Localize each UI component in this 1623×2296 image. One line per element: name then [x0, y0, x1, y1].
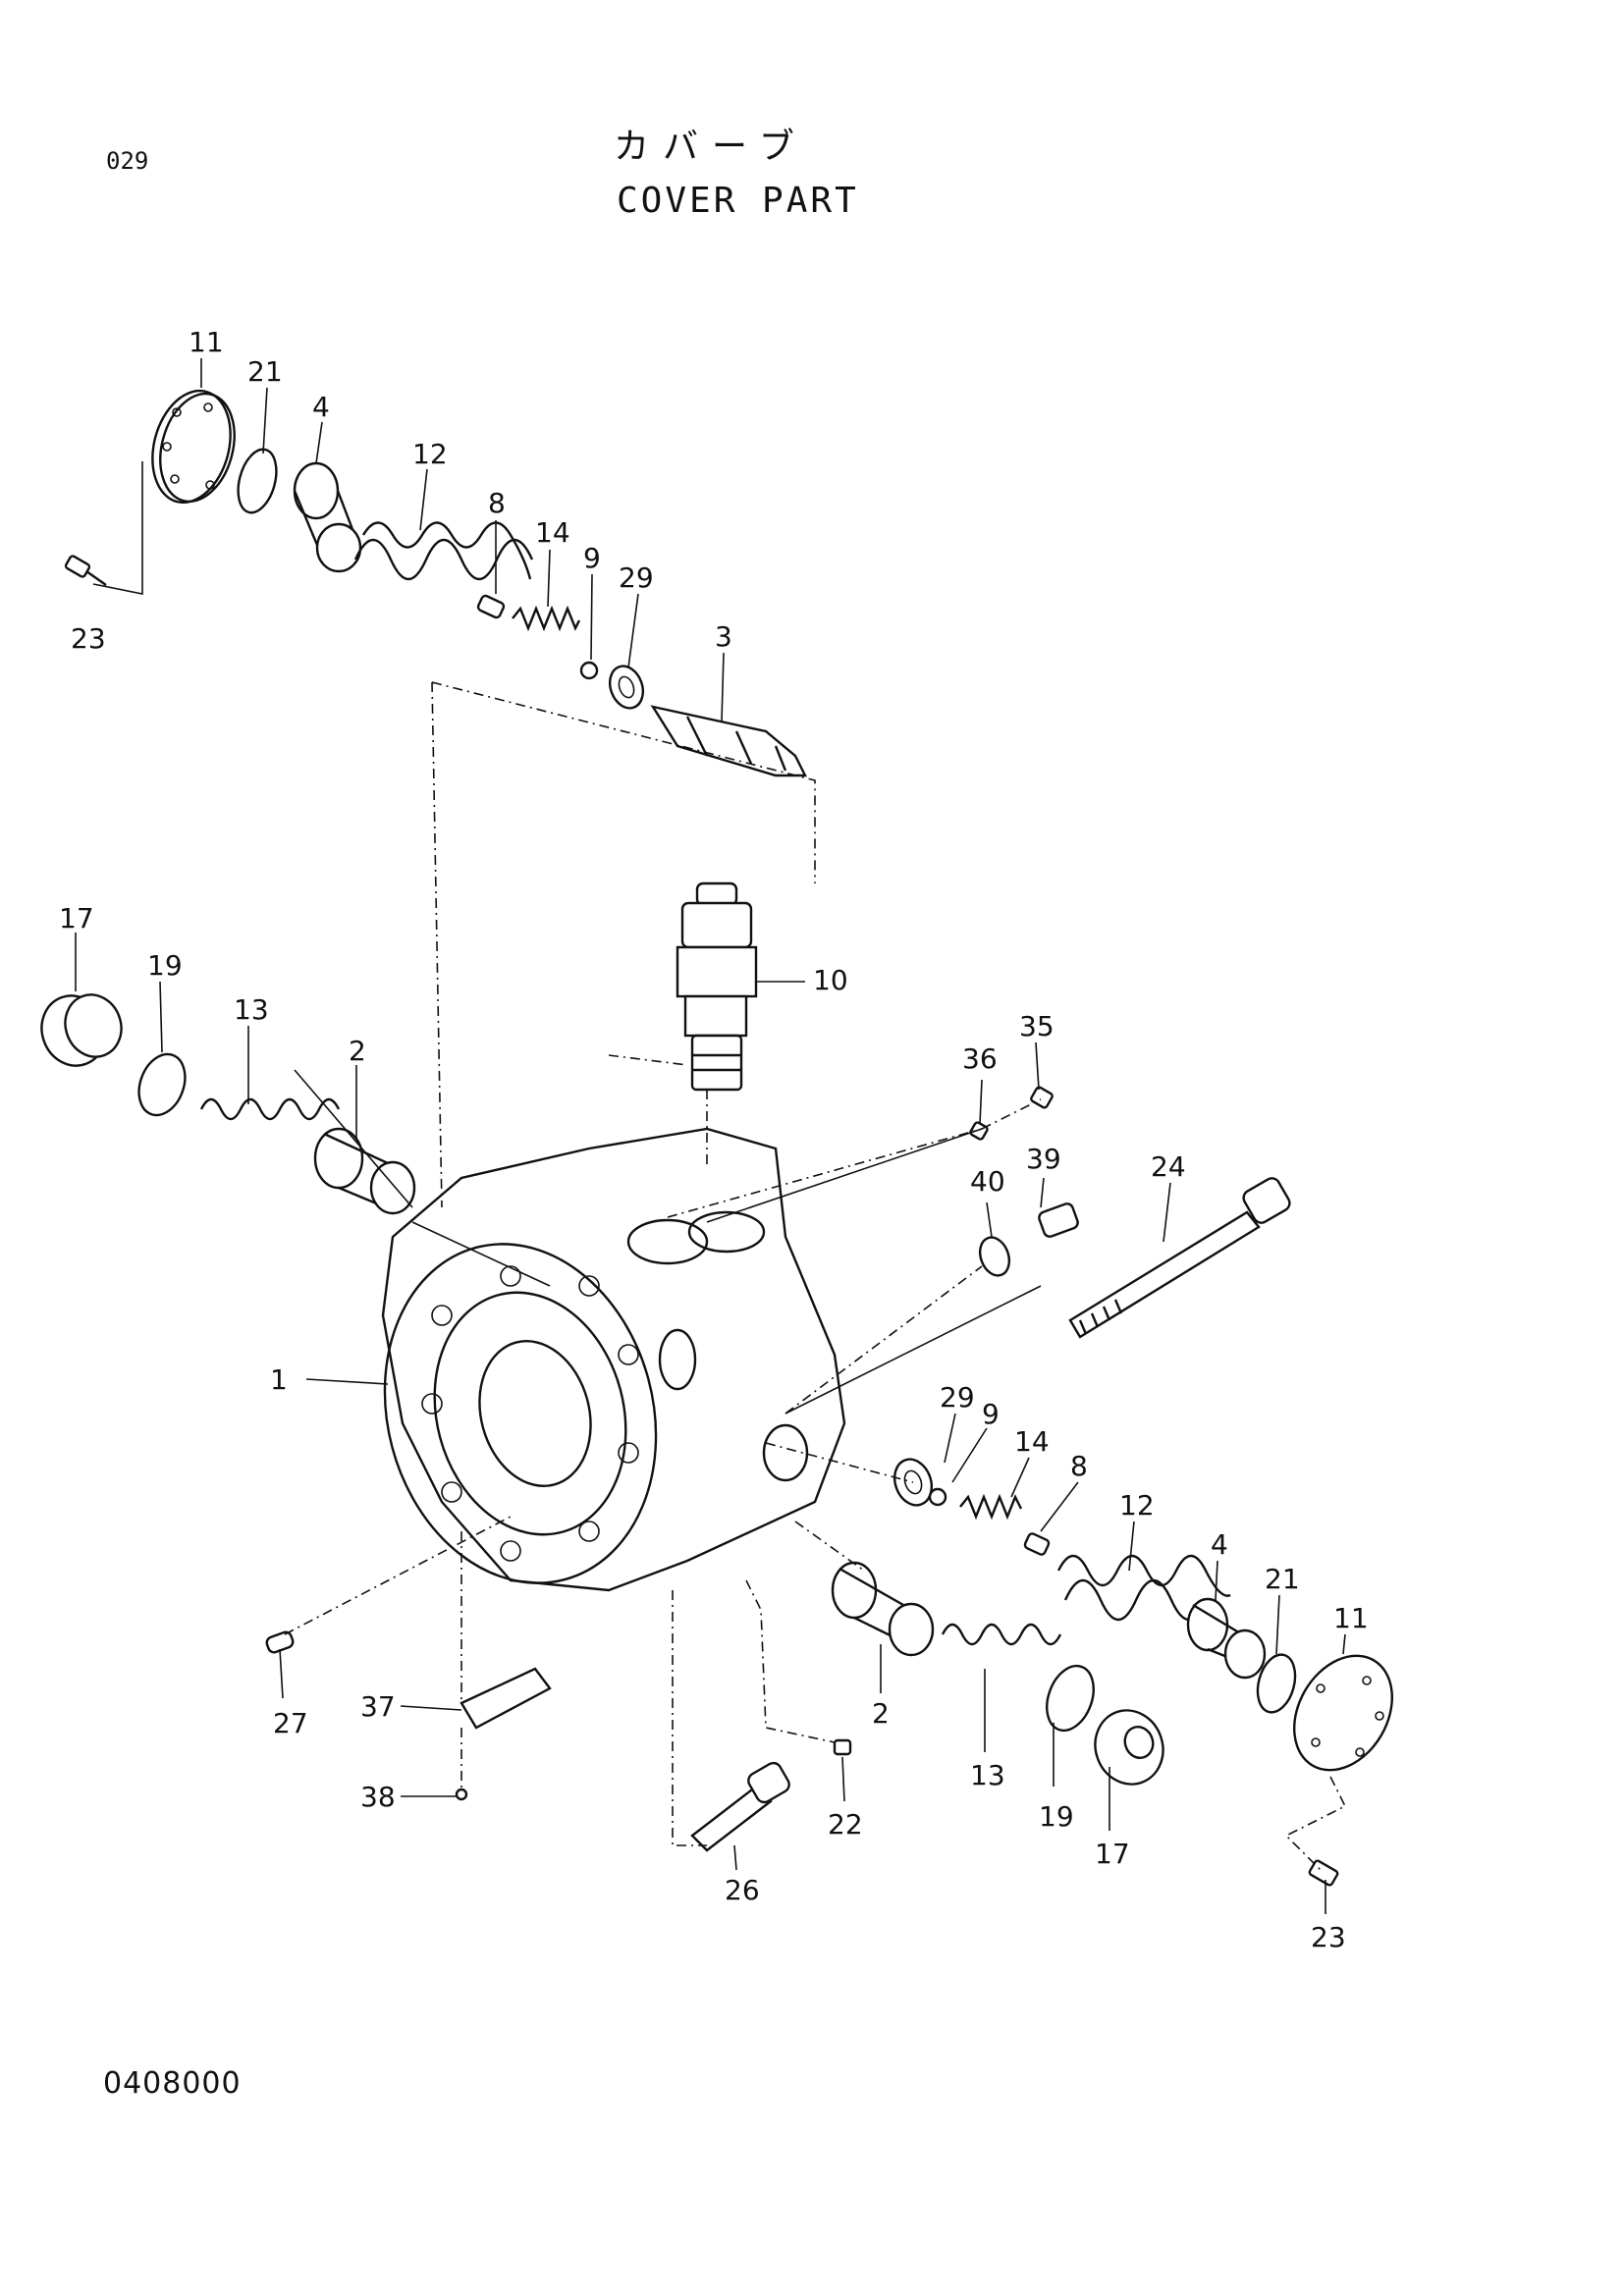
- callout-4-top: 4: [312, 391, 330, 423]
- leader-lines: [75, 358, 1346, 1914]
- rivet-38: [455, 1788, 468, 1801]
- screw-23-top: [64, 555, 107, 586]
- callout-11-right: 11: [1333, 1602, 1369, 1634]
- callout-11-top: 11: [189, 326, 224, 358]
- callout-23-right: 23: [1311, 1921, 1346, 1953]
- spring-13-right: [941, 1623, 1062, 1646]
- pin-36: [969, 1121, 989, 1141]
- callout-10: 10: [813, 964, 848, 996]
- callout-38: 38: [360, 1781, 396, 1813]
- callout-35: 35: [1019, 1010, 1055, 1042]
- cover-11-right: [1293, 1654, 1393, 1772]
- pin-27: [265, 1630, 295, 1654]
- spring-seat-4-top: [293, 461, 362, 573]
- callout-9-right: 9: [982, 1398, 1000, 1430]
- screw-23-right: [1308, 1859, 1339, 1887]
- o-ring-21-top: [237, 448, 278, 514]
- plug-35: [1030, 1086, 1054, 1109]
- nameplate-37: [460, 1667, 552, 1730]
- callout-19-right: 19: [1039, 1800, 1074, 1833]
- document-number: 0408000: [103, 2066, 242, 2101]
- callout-27: 27: [273, 1707, 308, 1739]
- spring-12-right: [1056, 1554, 1231, 1621]
- relief-valve-10: [676, 881, 758, 1092]
- callout-39: 39: [1026, 1143, 1061, 1175]
- plug-17-right: [1094, 1709, 1164, 1786]
- title-japanese: カバーブ: [614, 127, 808, 167]
- assembly-line-right-lower: [765, 1442, 914, 1572]
- assembly-line-right-upper: [667, 1098, 1042, 1415]
- assembly-line-left: [284, 1516, 512, 1791]
- pin-8-right: [1023, 1532, 1051, 1556]
- callout-1: 1: [270, 1363, 288, 1396]
- spring-14-right: [959, 1493, 1023, 1521]
- plug-39: [1038, 1202, 1079, 1238]
- piston-2-left: [313, 1127, 416, 1215]
- assembly-line-top: [431, 681, 816, 1208]
- bolt-24: [1068, 1177, 1291, 1339]
- callout-14-right: 14: [1014, 1425, 1050, 1458]
- assembly-line-screw-right: [1284, 1776, 1347, 1871]
- ball-9-top: [579, 661, 599, 680]
- callout-29-right: 29: [940, 1381, 975, 1414]
- callout-12-top: 12: [412, 438, 448, 470]
- page-code: 029: [106, 147, 149, 175]
- plug-22: [833, 1738, 852, 1756]
- callout-13-right: 13: [970, 1759, 1005, 1791]
- assembly-line-extra: [294, 1069, 1042, 1415]
- spring-13-left: [199, 1097, 341, 1121]
- assembly-line-valve: [608, 1054, 708, 1168]
- callout-26: 26: [725, 1874, 760, 1906]
- callout-3: 3: [715, 620, 732, 653]
- callout-2-right: 2: [872, 1697, 890, 1730]
- callout-9-top: 9: [583, 542, 601, 574]
- assembly-line-bottom: [672, 1579, 836, 1846]
- spring-14-top: [512, 605, 581, 632]
- piston-2-right: [831, 1561, 935, 1657]
- callout-24: 24: [1151, 1150, 1186, 1183]
- leader-23-top: [92, 461, 143, 595]
- callout-12-right: 12: [1119, 1489, 1155, 1522]
- callout-4-right: 4: [1211, 1528, 1228, 1561]
- callout-8-right: 8: [1070, 1450, 1088, 1482]
- callout-40: 40: [970, 1165, 1005, 1198]
- spring-12-top: [353, 521, 534, 580]
- callout-22: 22: [828, 1808, 863, 1841]
- o-ring-21-right: [1256, 1653, 1297, 1714]
- callout-17-right: 17: [1095, 1838, 1130, 1870]
- pin-8-top: [476, 594, 506, 619]
- callout-21-top: 21: [247, 355, 283, 388]
- o-ring-19-left: [137, 1052, 187, 1117]
- callout-29-top: 29: [619, 561, 654, 594]
- ball-9-right: [928, 1487, 947, 1507]
- spring-seat-4-right: [1186, 1597, 1267, 1680]
- cover-11-top: [151, 389, 236, 505]
- plug-17-left: [40, 993, 123, 1067]
- callout-8-top: 8: [488, 487, 506, 519]
- callout-2-left: 2: [349, 1035, 366, 1067]
- callout-21-right: 21: [1265, 1563, 1300, 1595]
- callout-17-left: 17: [59, 902, 94, 934]
- callout-14-top: 14: [535, 516, 570, 549]
- o-ring-40: [978, 1236, 1011, 1277]
- spool-3: [650, 705, 807, 777]
- housing-1: [381, 1127, 846, 1592]
- callout-23-top: 23: [71, 622, 106, 655]
- ring-29-top: [608, 665, 645, 710]
- callout-13-left: 13: [234, 993, 269, 1026]
- o-ring-19-right: [1046, 1664, 1095, 1733]
- bolt-26: [690, 1761, 790, 1852]
- title-english: COVER PART: [617, 181, 859, 221]
- callout-36: 36: [962, 1042, 998, 1075]
- callout-37: 37: [360, 1690, 396, 1723]
- callout-19-left: 19: [147, 949, 183, 982]
